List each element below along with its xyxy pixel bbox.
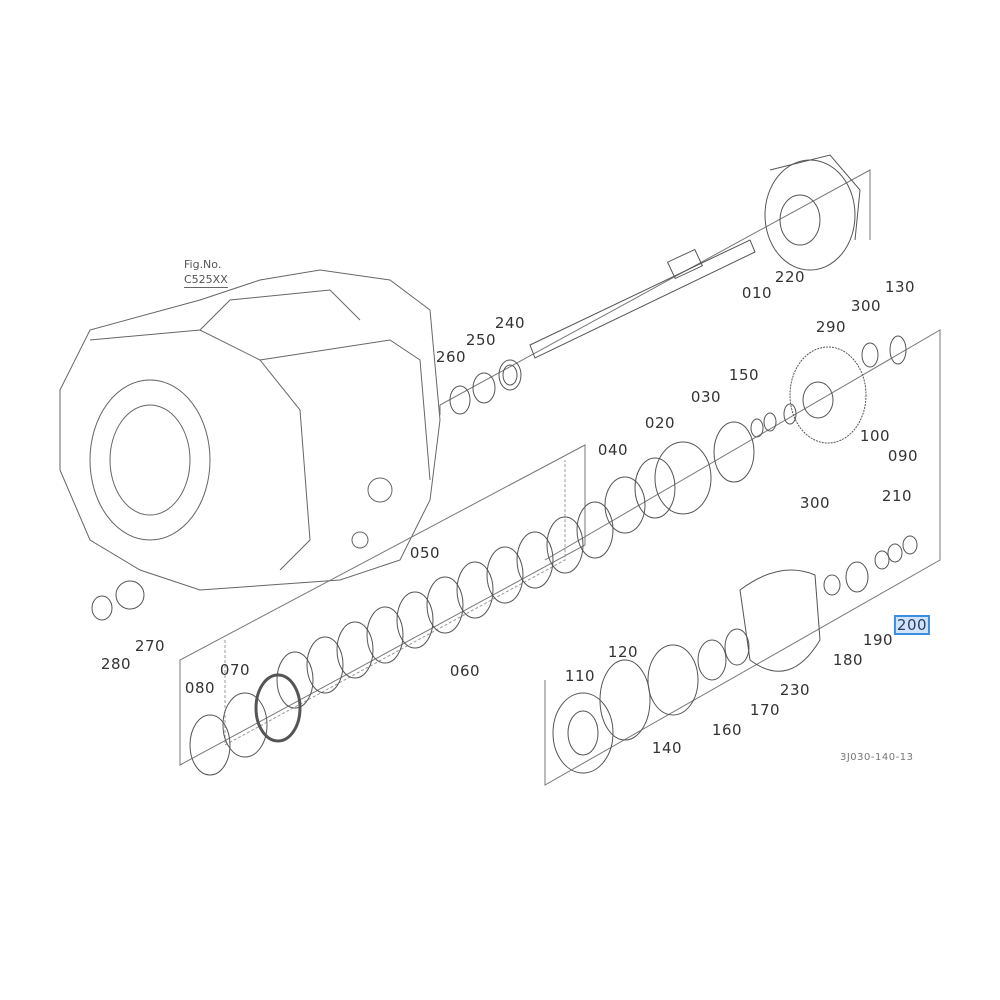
part-callout-120[interactable]: 120 <box>607 643 639 661</box>
part-callout-020[interactable]: 020 <box>644 414 676 432</box>
part-callout-050[interactable]: 050 <box>409 544 441 562</box>
shaft <box>529 154 861 359</box>
part-callout-280[interactable]: 280 <box>100 655 132 673</box>
part-callout-140[interactable]: 140 <box>651 739 683 757</box>
figure-label: Fig.No. <box>184 258 222 271</box>
part-callout-030[interactable]: 030 <box>690 388 722 406</box>
part-callout-290[interactable]: 290 <box>815 318 847 336</box>
part-callout-230[interactable]: 230 <box>779 681 811 699</box>
transmission-housing <box>59 269 441 591</box>
part-callout-200-selected[interactable]: 200 <box>893 615 931 635</box>
part-callout-080[interactable]: 080 <box>184 679 216 697</box>
part-callout-150[interactable]: 150 <box>728 366 760 384</box>
part-callout-100[interactable]: 100 <box>859 427 891 445</box>
part-callout-060[interactable]: 060 <box>449 662 481 680</box>
part-callout-130[interactable]: 130 <box>884 278 916 296</box>
figure-number: Fig.No. C525XX <box>184 257 228 288</box>
figure-number-value: C525XX <box>184 273 228 288</box>
part-callout-040[interactable]: 040 <box>597 441 629 459</box>
part-callout-190[interactable]: 190 <box>862 631 894 649</box>
part-callout-300[interactable]: 300 <box>799 494 831 512</box>
part-callout-210[interactable]: 210 <box>881 487 913 505</box>
part-callout-070[interactable]: 070 <box>219 661 251 679</box>
part-callout-270[interactable]: 270 <box>134 637 166 655</box>
part-callout-260[interactable]: 260 <box>435 348 467 366</box>
part-callout-160[interactable]: 160 <box>711 721 743 739</box>
part-callout-240[interactable]: 240 <box>494 314 526 332</box>
part-callout-170[interactable]: 170 <box>749 701 781 719</box>
part-callout-300[interactable]: 300 <box>850 297 882 315</box>
drawing-code: 3J030-140-13 <box>840 752 914 763</box>
part-callout-110[interactable]: 110 <box>564 667 596 685</box>
part-callout-220[interactable]: 220 <box>774 268 806 286</box>
part-callout-180[interactable]: 180 <box>832 651 864 669</box>
clutch-discs <box>254 501 614 743</box>
part-callout-250[interactable]: 250 <box>465 331 497 349</box>
part-callout-010[interactable]: 010 <box>741 284 773 302</box>
part-callout-090[interactable]: 090 <box>887 447 919 465</box>
